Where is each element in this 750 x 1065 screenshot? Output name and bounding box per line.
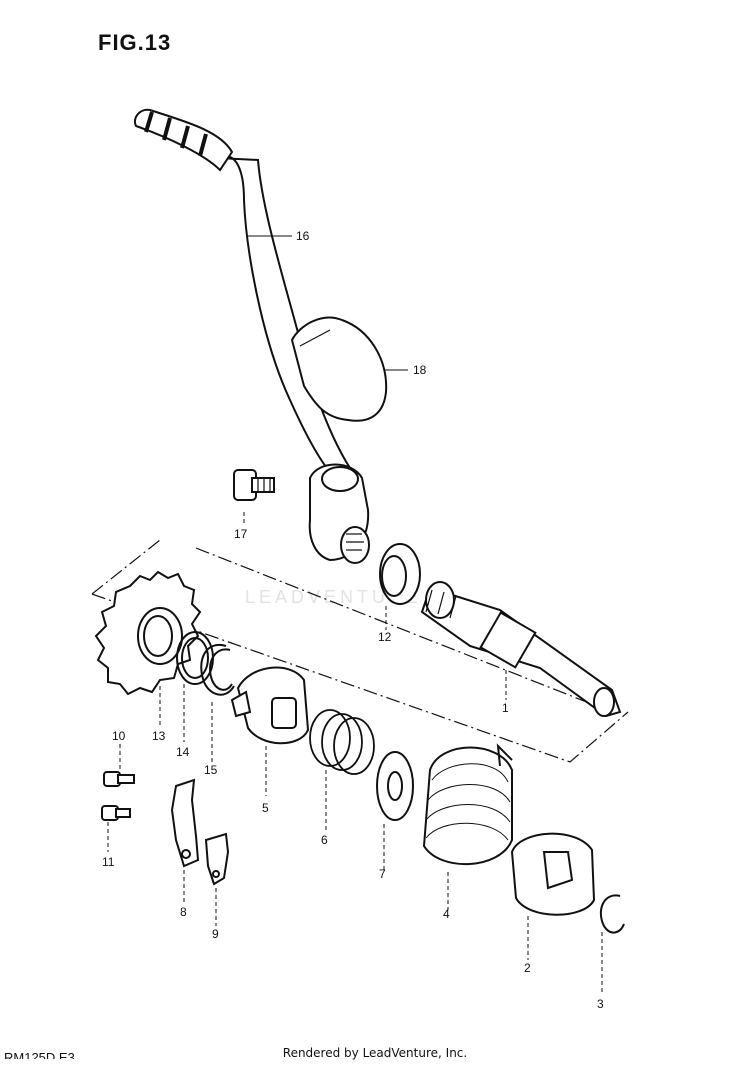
return-spring-part-4 bbox=[422, 743, 513, 865]
callout-17: 17 bbox=[234, 527, 248, 541]
oil-seal-part-12 bbox=[379, 543, 421, 605]
callout-16: 16 bbox=[296, 229, 310, 243]
screw-part-11 bbox=[101, 805, 131, 821]
watermark-text: LEADVENTURE bbox=[245, 587, 422, 607]
screw-part-10 bbox=[103, 771, 135, 787]
kick-lever-part-16 bbox=[134, 108, 370, 564]
callout-labels: 16 18 17 12 1 13 14 15 5 6 7 4 2 3 10 11… bbox=[102, 229, 604, 1011]
spring-guide-part-2 bbox=[510, 832, 596, 916]
callout-11: 11 bbox=[102, 855, 115, 869]
callout-14: 14 bbox=[176, 745, 190, 759]
lever-cover-part-18 bbox=[290, 316, 388, 422]
plate-part-9 bbox=[204, 832, 230, 886]
callout-6: 6 bbox=[321, 833, 328, 847]
callout-7: 7 bbox=[379, 867, 386, 881]
circlip-part-15 bbox=[200, 643, 235, 696]
footer-credit: Rendered by LeadVenture, Inc. bbox=[282, 1046, 468, 1060]
assembly-guide-lines bbox=[91, 539, 629, 763]
callout-4: 4 bbox=[443, 907, 450, 921]
figure-title: FIG.13 bbox=[98, 30, 172, 55]
plate-part-8 bbox=[170, 778, 200, 868]
ratchet-part-5 bbox=[230, 666, 310, 745]
callout-9: 9 bbox=[212, 927, 219, 941]
callout-10: 10 bbox=[112, 729, 126, 743]
callout-5: 5 bbox=[262, 801, 269, 815]
callout-2: 2 bbox=[524, 961, 531, 975]
callout-8: 8 bbox=[180, 905, 187, 919]
callout-leader-lines bbox=[107, 235, 603, 992]
callout-3: 3 bbox=[597, 997, 604, 1011]
washer-part-7 bbox=[376, 751, 414, 821]
kick-gear-part-13 bbox=[94, 570, 202, 696]
callout-1: 1 bbox=[502, 701, 509, 715]
callout-18: 18 bbox=[413, 363, 427, 377]
bolt-part-17 bbox=[233, 469, 275, 501]
ratchet-spring-part-6 bbox=[309, 709, 375, 775]
callout-13: 13 bbox=[152, 729, 166, 743]
callout-15: 15 bbox=[204, 763, 218, 777]
circlip-part-3 bbox=[599, 894, 625, 934]
callout-12: 12 bbox=[378, 630, 392, 644]
model-code: RM125D E3 bbox=[4, 1050, 75, 1065]
kick-shaft-part-1 bbox=[420, 581, 622, 718]
